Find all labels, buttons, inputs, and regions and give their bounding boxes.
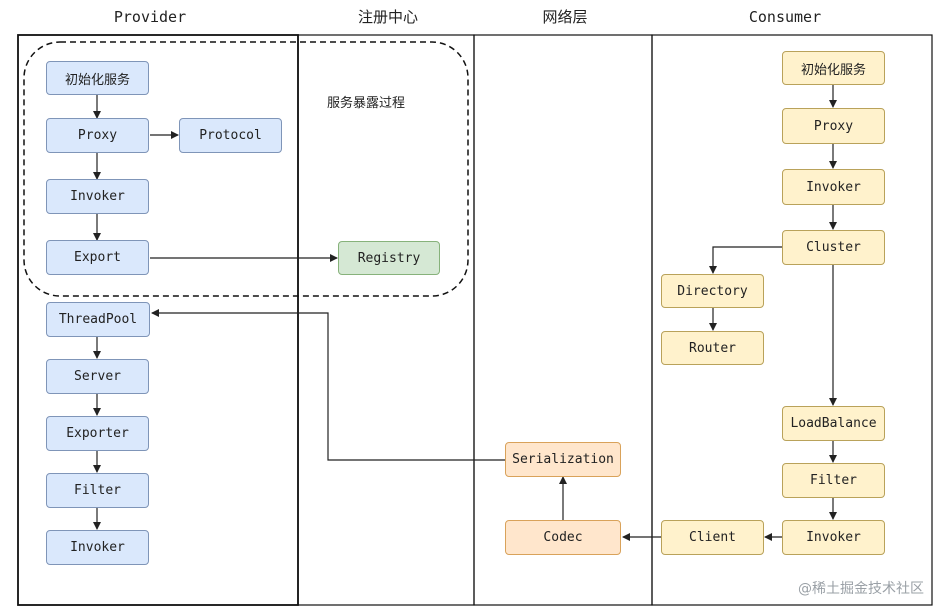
consumer-cluster-node: Cluster: [782, 230, 885, 265]
provider-filter-node: Filter: [46, 473, 149, 508]
provider-invoker-node: Invoker: [46, 179, 149, 214]
lane-consumer: [651, 34, 933, 606]
column-title-registry: 注册中心: [357, 8, 418, 26]
consumer-invoker-node: Invoker: [782, 169, 885, 205]
provider-invoker2-node: Invoker: [46, 530, 149, 565]
provider-init-node: 初始化服务: [46, 61, 149, 95]
consumer-invoker2-node: Invoker: [782, 520, 885, 555]
consumer-router-node: Router: [661, 331, 764, 365]
consumer-loadbalance-node: LoadBalance: [782, 406, 885, 441]
edge-serialization-threadpool: [151, 309, 505, 461]
serialization-node: Serialization: [505, 442, 621, 477]
provider-proxy-node: Proxy: [46, 118, 149, 153]
provider-protocol-node: Protocol: [179, 118, 282, 153]
exposure-region: [23, 41, 469, 297]
column-title-consumer: Consumer: [748, 8, 822, 26]
consumer-client-node: Client: [661, 520, 764, 555]
consumer-proxy-node: Proxy: [782, 108, 885, 144]
codec-node: Codec: [505, 520, 621, 555]
provider-threadpool-node: ThreadPool: [46, 302, 150, 337]
consumer-filter-node: Filter: [782, 463, 885, 498]
consumer-init-node: 初始化服务: [782, 51, 885, 85]
provider-exporter-node: Exporter: [46, 416, 149, 451]
column-title-provider: Provider: [113, 8, 187, 26]
exposure-process-note: 服务暴露过程: [327, 96, 406, 111]
consumer-directory-node: Directory: [661, 274, 764, 308]
watermark: @稀土掘金技术社区: [798, 581, 924, 597]
column-title-network: 网络层: [542, 8, 588, 26]
edge-cluster-directory: [709, 246, 783, 274]
lane-registry: [297, 34, 475, 606]
registry-node: Registry: [338, 241, 440, 275]
provider-export-node: Export: [46, 240, 149, 275]
provider-server-node: Server: [46, 359, 149, 394]
